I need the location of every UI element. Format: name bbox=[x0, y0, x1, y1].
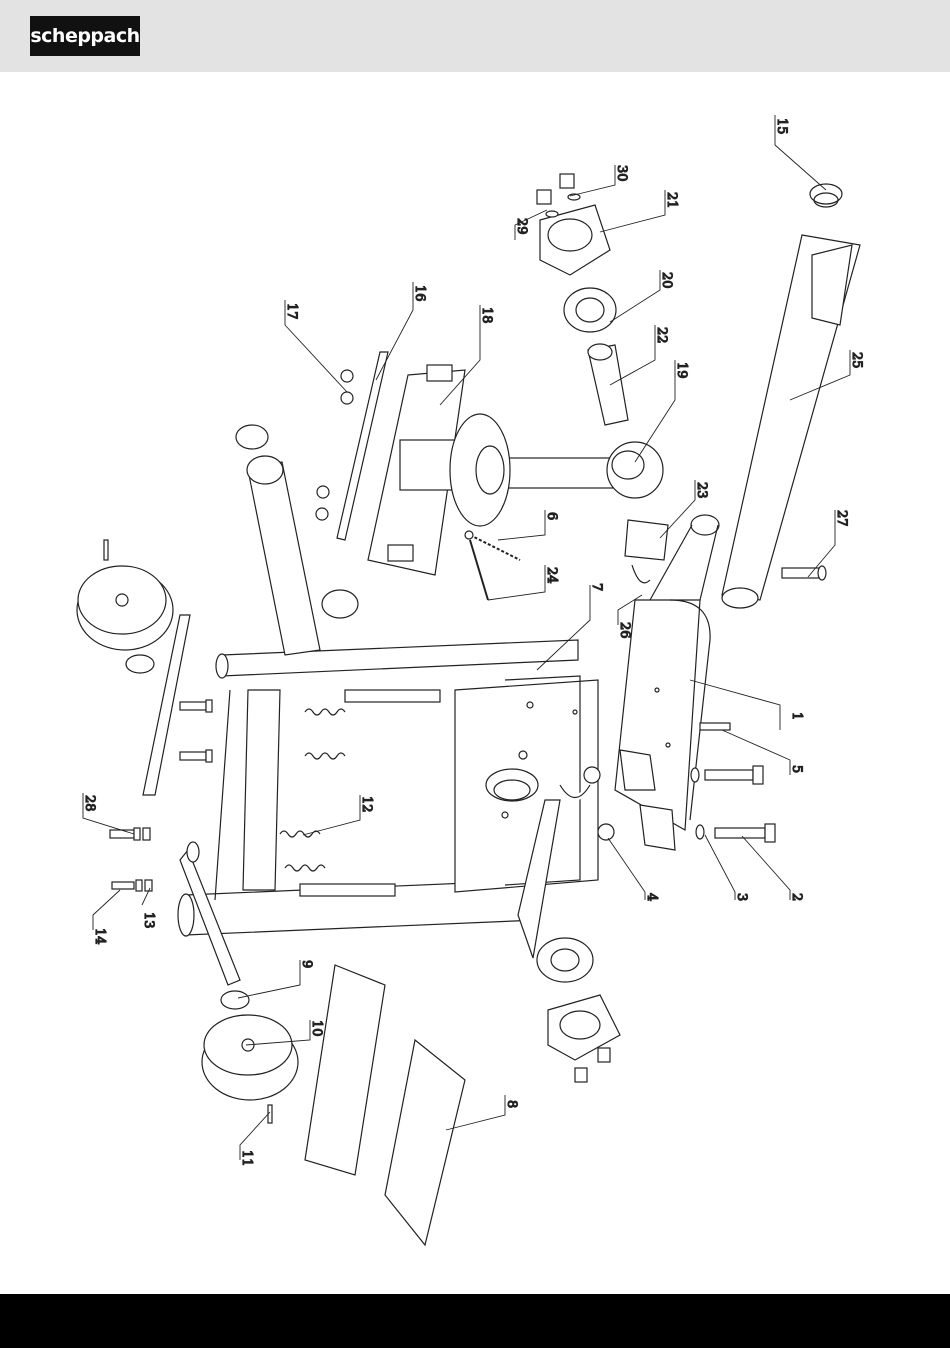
label-21: 21 bbox=[664, 192, 679, 209]
label-14: 14 bbox=[92, 928, 107, 945]
label-23: 23 bbox=[694, 482, 709, 499]
cover-parts bbox=[305, 965, 465, 1245]
label-3: 3 bbox=[734, 893, 749, 901]
label-7: 7 bbox=[589, 583, 604, 591]
handle-arm-part bbox=[615, 515, 719, 850]
spring-parts bbox=[280, 709, 345, 871]
label-29: 29 bbox=[514, 218, 529, 235]
label-9: 9 bbox=[299, 960, 314, 968]
side-tube-part bbox=[236, 425, 358, 655]
label-20: 20 bbox=[659, 272, 674, 289]
label-1: 1 bbox=[789, 712, 804, 720]
label-2: 2 bbox=[789, 893, 804, 901]
label-27: 27 bbox=[834, 510, 849, 527]
chain-pin-parts bbox=[465, 531, 650, 600]
label-15: 15 bbox=[774, 118, 789, 135]
lower-bearing-parts bbox=[537, 938, 620, 1082]
label-17: 17 bbox=[284, 303, 299, 320]
pin-part bbox=[782, 566, 826, 580]
label-4: 4 bbox=[644, 893, 659, 901]
label-19: 19 bbox=[674, 362, 689, 379]
shaft-part bbox=[588, 344, 628, 425]
long-tube-part bbox=[722, 235, 860, 608]
end-cap-part bbox=[810, 184, 842, 207]
exploded-parts-diagram: 1 2 3 4 5 6 7 8 9 10 11 12 13 14 15 16 1… bbox=[0, 72, 950, 1294]
label-5: 5 bbox=[789, 765, 804, 773]
leader-lines bbox=[83, 115, 850, 1160]
label-26: 26 bbox=[617, 622, 632, 639]
bearing-part bbox=[564, 288, 616, 332]
label-10: 10 bbox=[309, 1020, 324, 1037]
label-24: 24 bbox=[544, 567, 559, 584]
label-25: 25 bbox=[849, 352, 864, 369]
label-6: 6 bbox=[544, 512, 559, 520]
scheppach-logo: scheppach bbox=[30, 16, 140, 56]
part-number-labels: 1 2 3 4 5 6 7 8 9 10 11 12 13 14 15 16 1… bbox=[82, 118, 864, 1167]
footer-bar bbox=[0, 1294, 950, 1348]
frame-part bbox=[178, 640, 598, 985]
label-13: 13 bbox=[141, 912, 156, 929]
label-11: 11 bbox=[239, 1150, 254, 1167]
label-8: 8 bbox=[504, 1100, 519, 1108]
label-18: 18 bbox=[479, 307, 494, 324]
label-28: 28 bbox=[82, 795, 97, 812]
label-16: 16 bbox=[412, 285, 427, 302]
eye-bracket-part bbox=[505, 442, 668, 560]
label-30: 30 bbox=[614, 165, 629, 182]
label-12: 12 bbox=[359, 796, 374, 813]
label-22: 22 bbox=[654, 327, 669, 344]
header-bar: scheppach bbox=[0, 0, 950, 72]
